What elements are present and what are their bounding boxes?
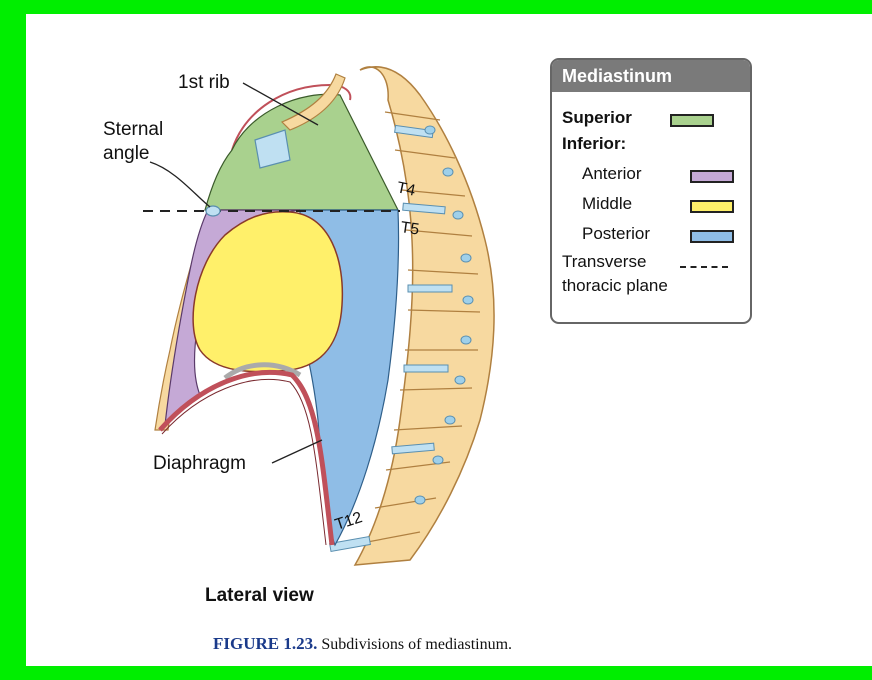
t4-label: T4 bbox=[395, 179, 417, 200]
sternal-angle-marker bbox=[206, 206, 220, 216]
legend-posterior-swatch bbox=[690, 230, 734, 243]
legend-middle-label: Middle bbox=[582, 194, 632, 214]
t5-label: T5 bbox=[399, 219, 420, 238]
first-rib-label: 1st rib bbox=[178, 72, 230, 93]
legend-title: Mediastinum bbox=[552, 60, 750, 92]
diaphragm-label: Diaphragm bbox=[153, 453, 246, 474]
legend-superior-swatch bbox=[670, 114, 714, 127]
legend-transverse-dash bbox=[680, 266, 728, 268]
legend-inferior-label: Inferior: bbox=[562, 134, 626, 154]
figure-caption-text: Subdivisions of mediastinum. bbox=[321, 636, 512, 653]
sternal-angle-label-2: angle bbox=[103, 143, 150, 164]
legend-transverse-label-1: Transverse bbox=[562, 252, 646, 272]
figure-caption: FIGURE 1.23. Subdivisions of mediastinum… bbox=[213, 634, 512, 654]
legend-posterior-label: Posterior bbox=[582, 224, 650, 244]
legend-middle-swatch bbox=[690, 200, 734, 213]
legend-anterior-label: Anterior bbox=[582, 164, 642, 184]
sternal-angle-pointer bbox=[150, 162, 210, 207]
legend-superior-label: Superior bbox=[562, 108, 632, 128]
sternal-angle-label-1: Sternal bbox=[103, 119, 163, 140]
legend: Mediastinum Superior Inferior: Anterior … bbox=[550, 58, 752, 324]
legend-anterior-swatch bbox=[690, 170, 734, 183]
figure-number: FIGURE 1.23. bbox=[213, 634, 317, 653]
view-label: Lateral view bbox=[205, 585, 314, 607]
legend-transverse-label-2: thoracic plane bbox=[562, 276, 668, 296]
